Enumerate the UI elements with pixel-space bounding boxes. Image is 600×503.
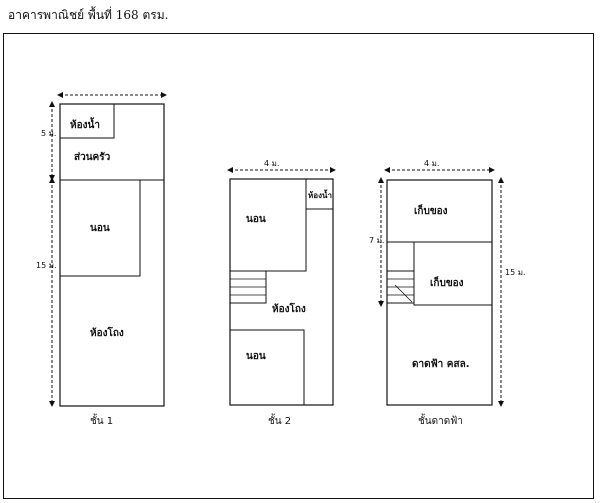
dim-label-top: 4 ม. [264,159,279,168]
dim-label-right: 15 ม. [505,268,526,277]
room-bedroom-label: นอน [90,223,110,234]
plan2-bedroom1 [229,178,307,272]
room-bathroom-label: ห้องน้ำ [70,117,100,131]
floor-label-roof: ชั้นดาดฟ้า [418,413,463,427]
plan1-bedroom [59,179,141,277]
plan2-stairs [229,270,267,304]
plan-roof-floor: 4 ม. 7 ม. 15 ม. เก็บของ เก็บของ ดาดฟ้า ค… [369,159,526,427]
dim-label-top: 5 ม. [41,129,56,138]
floor-label-1: ชั้น 1 [90,413,113,427]
plan2-outline [229,178,334,406]
plan2-bedroom2 [229,329,305,406]
room-bedroom1-label: นอน [246,214,266,225]
room-storage1-label: เก็บของ [414,203,448,217]
drawing-frame [3,33,594,499]
room-bathroom-label: ห้องน้ำ [308,189,332,200]
room-hall-label: ห้องโถง [272,302,306,315]
plan-second-floor: 4 ม. นอน ห้องน้ำ ห้องโถง นอน ชั้น 2 [227,159,336,427]
plan3-stairs [386,270,415,304]
plan3-storage2 [413,241,493,306]
dim-label-top: 4 ม. [424,159,439,168]
room-storage2-label: เก็บของ [430,275,464,289]
room-kitchen-label: ส่วนครัว [74,151,111,163]
plan1-outline [59,103,165,407]
room-hall-label: ห้องโถง [90,326,124,339]
dim-label-left: 7 ม. [369,236,384,245]
room-roof-label: ดาดฟ้า คสล. [412,358,470,370]
plan2-bathroom [305,178,334,210]
plan1-bathroom [59,103,115,139]
plan-ground-floor: 5 ม. 15 ม. ห้องน้ำ ส่วนครัว นอน ห้องโถง … [36,92,167,427]
room-bedroom2-label: นอน [246,351,266,362]
floor-label-2: ชั้น 2 [268,413,291,427]
dim-label-left: 15 ม. [36,261,57,270]
page-caption: อาคารพาณิชย์ พื้นที่ 168 ตรม. [8,8,169,22]
